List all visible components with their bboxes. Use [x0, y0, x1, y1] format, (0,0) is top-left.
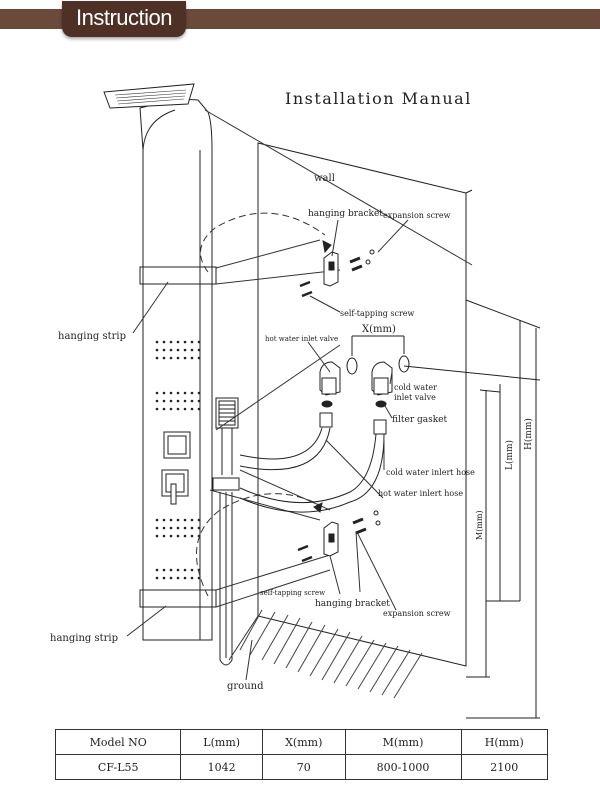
rain-head-nozzles — [114, 89, 187, 105]
body-jets — [155, 340, 201, 580]
label-h-dimension: H(mm) — [523, 418, 534, 450]
wall-panel — [257, 142, 473, 667]
hanging-strip-bottom — [139, 589, 217, 608]
spec-header-x: X(mm) — [261, 729, 346, 755]
header-bar: Instruction — [0, 0, 600, 38]
inlet-hoses — [239, 412, 387, 513]
spec-cell-m: 800-1000 — [344, 754, 462, 780]
filter-gaskets — [321, 400, 387, 408]
label-hot-water-inlet-hose: hot water inlert hose — [378, 489, 463, 498]
spec-header-m: M(mm) — [344, 729, 462, 755]
cold-water-valve — [371, 355, 410, 396]
label-l-dimension: L(mm) — [504, 440, 515, 470]
header-tab: Instruction — [62, 1, 186, 37]
spec-header-h: H(mm) — [460, 729, 549, 755]
x-dimension — [351, 335, 405, 356]
label-wall: wall — [314, 173, 335, 184]
label-cold-water-valve-line1: cold water — [394, 383, 437, 392]
spec-header-l: L(mm) — [180, 729, 263, 755]
label-m-dimension: M(mm) — [475, 510, 484, 540]
spec-table: Model NO L(mm) X(mm) M(mm) H(mm) CF-L55 … — [54, 729, 549, 780]
height-dimensions — [403, 299, 541, 719]
shower-panel — [103, 83, 240, 666]
spec-header-row: Model NO L(mm) X(mm) M(mm) H(mm) — [54, 729, 549, 755]
hot-water-valve — [319, 357, 358, 396]
arrowheads — [313, 240, 332, 513]
floor-hatching — [239, 609, 423, 699]
label-ground: ground — [227, 681, 264, 692]
bottom-expansion-screws — [352, 510, 381, 535]
spec-cell-model: CF-L55 — [54, 754, 182, 780]
label-self-tapping-screw-top: self-tapping screw — [340, 309, 415, 318]
spec-cell-x: 70 — [261, 754, 346, 780]
header-title: Instruction — [76, 5, 173, 30]
leader-lines — [126, 219, 409, 681]
label-hanging-bracket-bottom: hanging bracket — [315, 599, 390, 609]
bottom-bracket — [323, 521, 339, 557]
hand-shower — [212, 397, 240, 666]
label-cold-water-inlet-hose: cold water inlert hose — [386, 468, 475, 477]
top-self-tapping-screws — [299, 280, 313, 298]
top-bracket — [323, 251, 339, 287]
diagram-title: Installation Manual — [285, 89, 472, 108]
perspective-lines — [204, 109, 473, 661]
label-expansion-screw-bottom: expansion screw — [383, 609, 451, 618]
label-expansion-screw-top: expansion screw — [383, 211, 451, 220]
label-hanging-strip-bottom: hanging strip — [50, 633, 118, 644]
spec-cell-h: 2100 — [460, 754, 549, 780]
projection-curves — [196, 212, 326, 597]
label-hanging-strip-top: hanging strip — [58, 331, 126, 342]
installation-diagram: Installation Manual wall hanging bracket… — [50, 83, 541, 719]
top-expansion-screws — [349, 249, 375, 272]
label-hanging-bracket-top: hanging bracket — [308, 209, 383, 219]
label-filter-gasket: filter gasket — [392, 415, 448, 425]
hanging-strip-top — [139, 266, 217, 285]
spec-cell-l: 1042 — [180, 754, 263, 780]
label-x-dimension: X(mm) — [362, 324, 396, 335]
label-cold-water-valve-line2: inlet valve — [394, 393, 436, 402]
label-hot-water-inlet-valve: hot water inlet valve — [265, 335, 338, 343]
spec-header-model: Model NO — [54, 729, 182, 755]
label-self-tapping-screw-bottom: self-tapping screw — [260, 589, 325, 597]
spec-data-row: CF-L55 1042 70 800-1000 2100 — [54, 754, 549, 780]
bottom-self-tapping-screws — [297, 544, 313, 563]
diverter-knob — [163, 431, 191, 459]
